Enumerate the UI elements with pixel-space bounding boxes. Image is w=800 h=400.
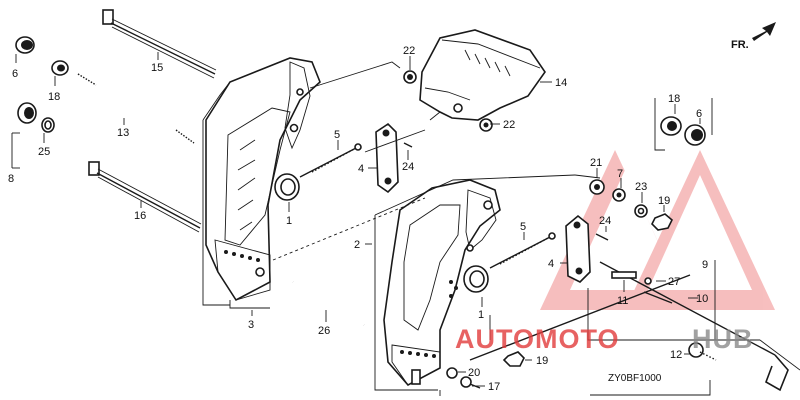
part-7-bushing <box>612 188 626 202</box>
part-17-bolt <box>460 376 481 389</box>
callout-1-left: 1 <box>286 215 292 227</box>
callout-27: 27 <box>668 276 680 288</box>
callout-2: 2 <box>354 239 360 251</box>
callouts: 6 18 25 8 13 15 16 3 1 5 4 24 22 22 14 1… <box>8 45 708 393</box>
part-19-nut-right <box>651 213 673 231</box>
callout-9: 9 <box>702 259 708 271</box>
watermark-text: AUTOMOTO HUB <box>455 324 754 354</box>
part-2-main-bracket <box>383 179 501 387</box>
part-27-clip <box>644 277 652 285</box>
part-3-left-bracket <box>205 57 321 302</box>
watermark-hub: HUB <box>692 324 754 354</box>
callout-5-bottom: 5 <box>520 221 526 233</box>
part-24-pin-top <box>403 142 413 148</box>
callout-11: 11 <box>617 295 628 307</box>
part-24-pin-bottom <box>595 233 609 241</box>
arrow-icon <box>752 22 776 41</box>
callout-12: 12 <box>670 349 682 361</box>
callout-14: 14 <box>555 77 567 89</box>
part-15-bolt <box>102 9 217 79</box>
callout-1-main: 1 <box>478 309 484 321</box>
callout-6-left: 6 <box>12 68 18 80</box>
part-21-washer <box>589 179 605 195</box>
callout-19-right: 19 <box>658 195 670 207</box>
callout-18-left: 18 <box>48 91 60 103</box>
part-19-nut-bottom <box>502 351 525 367</box>
part-1-spacer-left <box>274 173 300 201</box>
watermark-triangle-right-inner <box>648 175 752 290</box>
callout-17: 17 <box>488 381 500 393</box>
part-12-spring <box>688 342 717 361</box>
callout-10: 10 <box>696 293 708 305</box>
part-5-spring-bottom <box>489 232 556 269</box>
part-16-bolt <box>88 161 202 233</box>
part-1-spacer-main <box>463 265 489 293</box>
part-4-lever-bottom <box>565 214 591 283</box>
callout-21: 21 <box>590 157 602 169</box>
part-11-pin <box>611 271 637 279</box>
callout-7: 7 <box>617 168 623 180</box>
fr-label: FR. <box>731 39 749 51</box>
part-26-rod <box>291 280 366 327</box>
part-20-bolt <box>446 367 458 379</box>
callout-20: 20 <box>468 367 480 379</box>
callout-4-top: 4 <box>358 163 364 175</box>
callout-22-bottom: 22 <box>503 119 515 131</box>
leader-lines <box>11 52 701 387</box>
callout-26: 26 <box>318 325 330 337</box>
diagram-code: ZY0BF1000 <box>608 373 662 384</box>
part-18-nut-right <box>660 116 682 136</box>
callout-3: 3 <box>248 319 254 331</box>
part-5-spring-top <box>299 143 362 178</box>
part-14-housing <box>419 29 546 121</box>
part-23-washer <box>634 204 648 218</box>
callout-22-top: 22 <box>403 45 415 57</box>
front-direction-arrow: FR. <box>731 22 776 51</box>
watermark-automoto: AUTOMOTO <box>455 324 620 354</box>
callout-24-bottom: 24 <box>599 215 611 227</box>
callout-15: 15 <box>151 62 163 74</box>
callout-19-bottom: 19 <box>536 355 548 367</box>
callout-8: 8 <box>8 173 14 185</box>
callout-4-bottom: 4 <box>548 258 554 270</box>
callout-6-right: 6 <box>696 108 702 120</box>
part-22-washer-bottom <box>479 118 493 132</box>
part-22-washer-top <box>403 70 417 84</box>
callout-13: 13 <box>117 127 129 139</box>
callout-18-right: 18 <box>668 93 680 105</box>
part-6-nut-right <box>684 124 706 146</box>
part-18-nut-left <box>51 60 69 76</box>
part-8-nut-washer <box>17 102 55 133</box>
callout-23: 23 <box>635 181 647 193</box>
callout-5-top: 5 <box>334 129 340 141</box>
part-4-lever-top <box>375 122 399 194</box>
callout-25: 25 <box>38 146 50 158</box>
part-10-lever-pin <box>643 291 673 304</box>
assembly-outlines <box>202 61 800 396</box>
callout-24-top: 24 <box>402 161 414 173</box>
part-13-threaded-rod <box>76 71 195 144</box>
callout-16: 16 <box>134 210 146 222</box>
part-6-nut-left <box>15 36 35 54</box>
